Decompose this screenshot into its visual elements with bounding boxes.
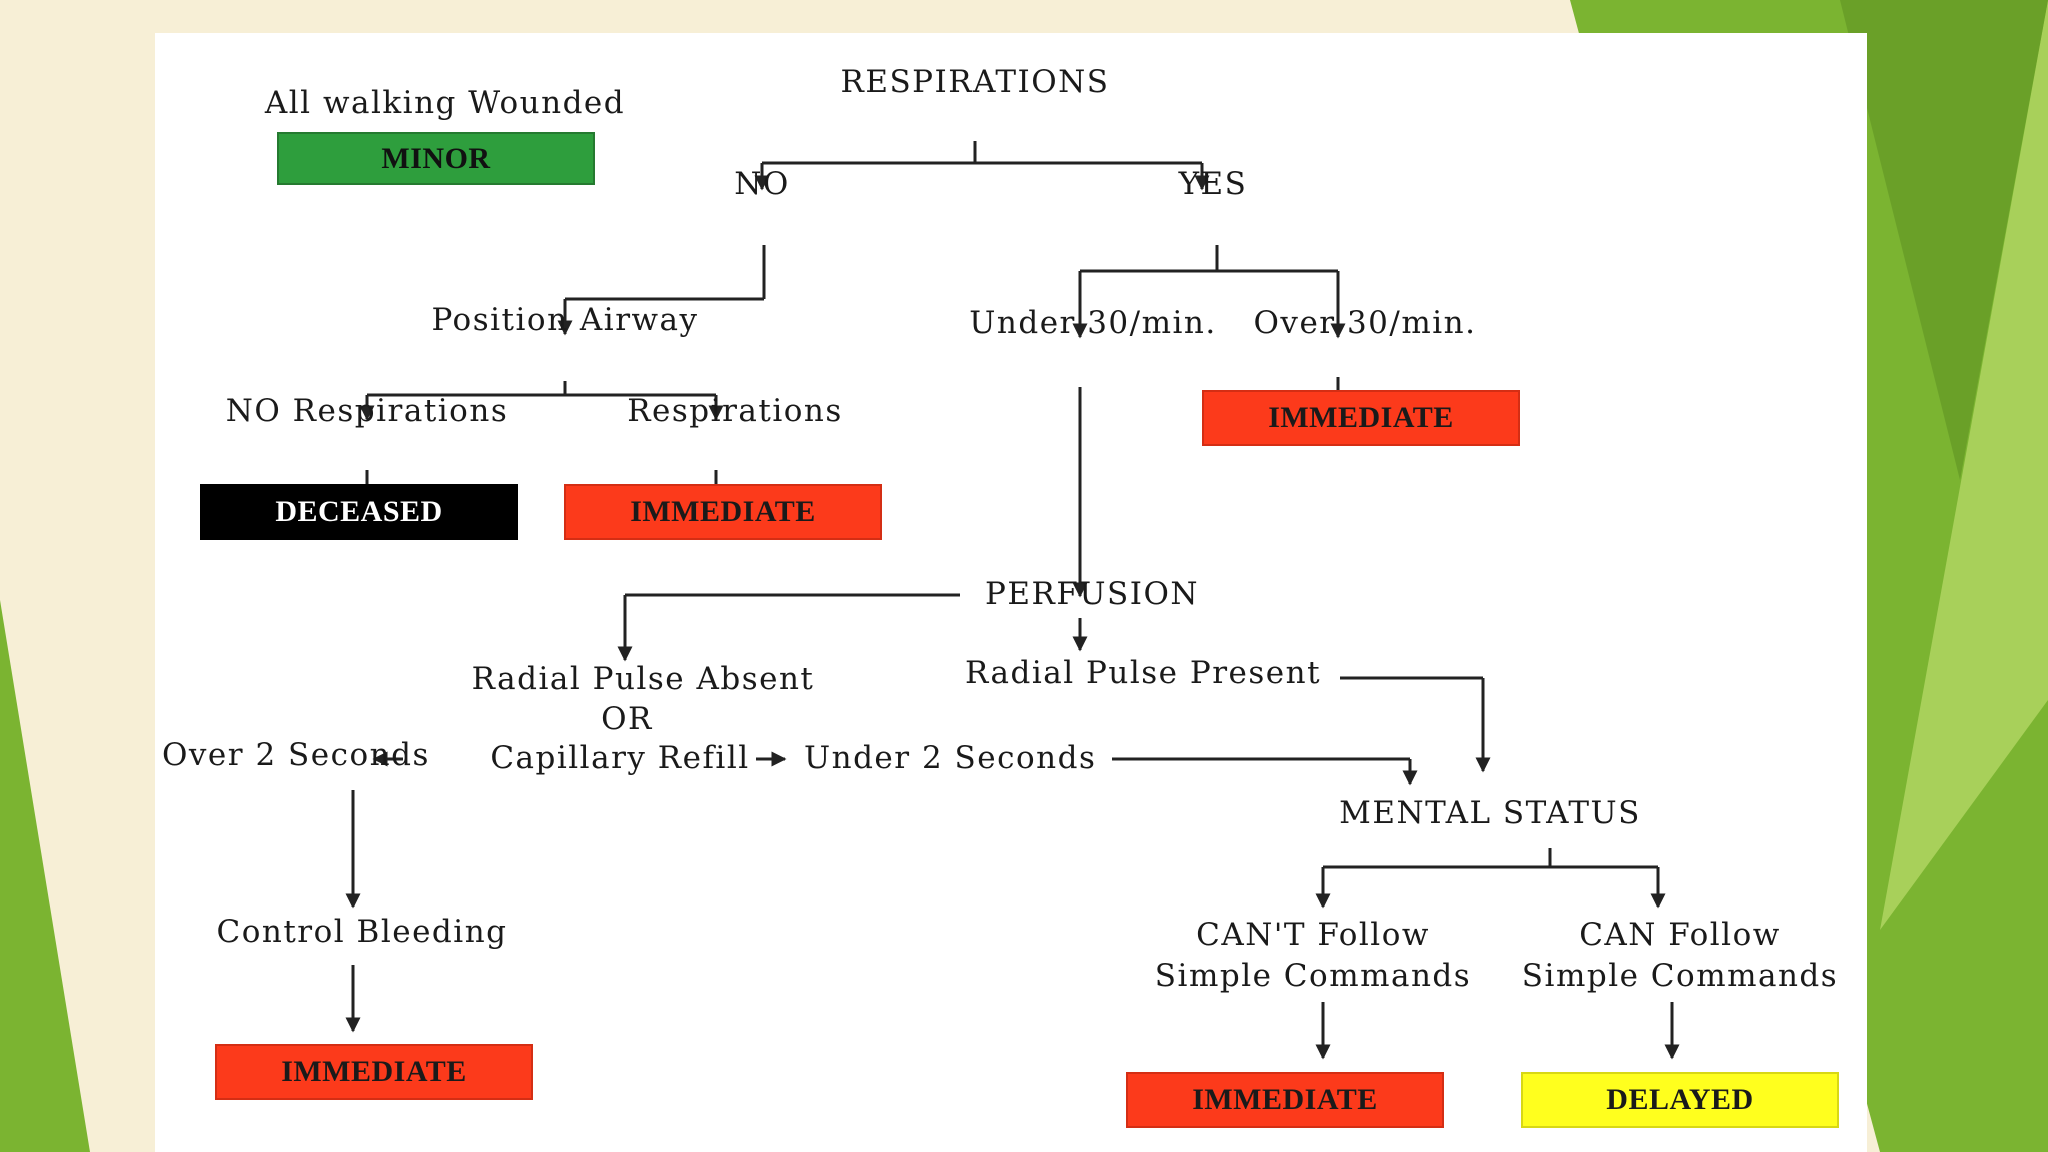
no-label: NO xyxy=(734,166,790,202)
immediate-category-box: IMMEDIATE xyxy=(1202,390,1520,446)
immediate-category-text: IMMEDIATE xyxy=(630,495,816,528)
immediate-category-text: IMMEDIATE xyxy=(1192,1083,1378,1116)
yes-label: YES xyxy=(1178,166,1248,202)
over-2-seconds-label: Over 2 Seconds xyxy=(162,737,430,773)
deceased-category-box: DECEASED xyxy=(200,484,518,540)
immediate-category-box: IMMEDIATE xyxy=(1126,1072,1444,1128)
all-walking-wounded-label: All walking Wounded xyxy=(264,85,626,121)
radial-pulse-absent-label: Radial Pulse Absent xyxy=(471,661,815,697)
under-30-label: Under 30/min. xyxy=(969,305,1217,341)
radial-pulse-present-label: Radial Pulse Present xyxy=(964,655,1322,691)
immediate-category-text: IMMEDIATE xyxy=(1268,401,1454,434)
no-respirations-label: NO Respirations xyxy=(225,393,509,429)
right-dark-green-triangle xyxy=(1840,0,2048,480)
left-green-triangle xyxy=(0,600,90,1152)
deceased-category-text: DECEASED xyxy=(275,495,443,528)
or-label: OR xyxy=(601,701,653,737)
respirations-after-airway-label: Respirations xyxy=(627,393,843,429)
minor-category-text: MINOR xyxy=(381,141,491,175)
delayed-category-box: DELAYED xyxy=(1521,1072,1839,1128)
minor-category-box: MINOR xyxy=(277,132,595,185)
right-light-green-triangle xyxy=(1880,0,2048,930)
perfusion-label: PERFUSION xyxy=(985,576,1199,612)
cant-follow-commands-label: CAN'T Follow Simple Commands xyxy=(1154,917,1472,994)
mental-status-label: MENTAL STATUS xyxy=(1339,795,1641,831)
under-2-seconds-label: Under 2 Seconds xyxy=(804,740,1097,776)
can-follow-commands-label: CAN Follow Simple Commands xyxy=(1521,917,1839,994)
immediate-category-box: IMMEDIATE xyxy=(564,484,882,540)
capillary-refill-label: Capillary Refill xyxy=(490,740,750,776)
control-bleeding-label: Control Bleeding xyxy=(216,914,508,950)
position-airway-label: Position Airway xyxy=(431,302,699,338)
over-30-label: Over 30/min. xyxy=(1253,305,1477,341)
immediate-category-text: IMMEDIATE xyxy=(281,1055,467,1088)
respirations-label: RESPIRATIONS xyxy=(840,64,1110,100)
immediate-category-box: IMMEDIATE xyxy=(215,1044,533,1100)
delayed-category-text: DELAYED xyxy=(1606,1083,1754,1116)
flowchart-panel xyxy=(155,33,1867,1152)
